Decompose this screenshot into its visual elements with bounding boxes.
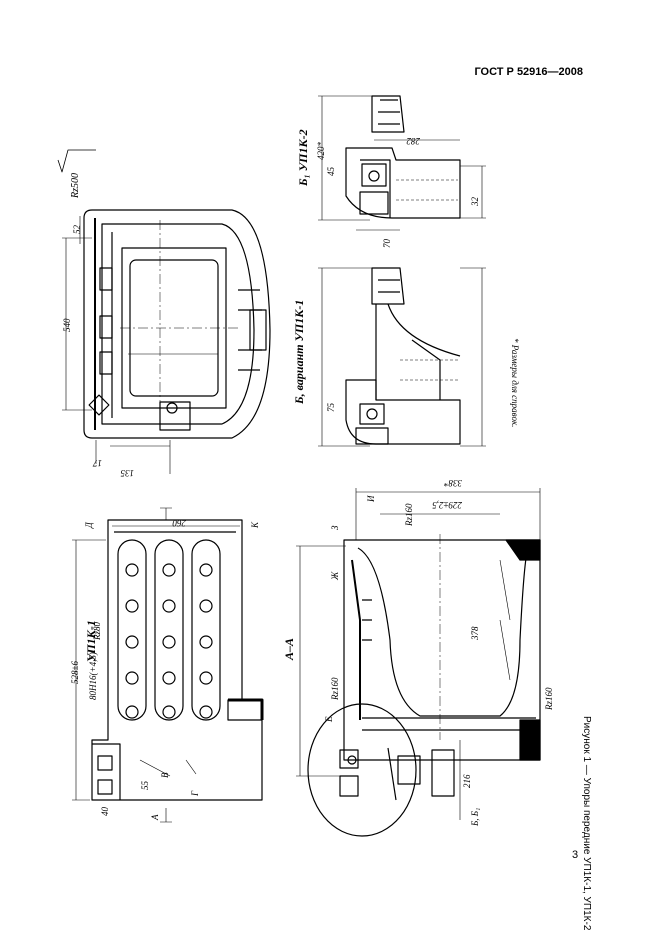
figure-footnote: * Размеры для справок. [510,338,520,428]
dim-40: 40 [100,807,110,816]
side-view-upk1 [72,508,262,822]
dim-282: 282 [406,136,421,146]
label-v: В [160,772,170,779]
dim-rz160-b: Rz160 [544,687,554,711]
label-z: З [330,525,340,530]
dim-528: 528±6 [70,661,80,684]
label-zh: Ж [330,571,340,580]
dim-420: 420* [316,142,326,160]
dim-75: 75 [326,403,336,412]
page-number: 3 [572,849,579,861]
dim-378: 378 [470,626,480,641]
section-aa-title: А–А [282,637,296,660]
label-e: Е [324,716,334,723]
section-aa [296,488,540,836]
view-b1-upk2 [318,96,486,230]
dim-260: 260 [172,518,187,528]
dim-rz160-a: Rz160 [330,677,340,701]
view-b1-title: Б₁ УП1К-2 [296,129,310,186]
dim-tolerance-a: 80Н16(+4,5) [88,652,98,700]
dim-70: 70 [382,239,392,248]
roughness-mark: Rz500 [70,173,81,198]
label-k: К [250,522,260,528]
dim-rz160-c: Rz160 [404,503,414,527]
dim-338: 338* [444,478,462,488]
figure-caption: Рисунок 1 — Упоры передние УП1К-1, УП1К-… [581,716,592,931]
dim-tolerance-b: Rz80 [92,622,102,640]
label-i: И [366,495,376,503]
dim-135: 135 [120,468,135,478]
dim-229: 229±2,5 [432,500,462,510]
label-d: Д [84,522,94,528]
label-a: А [150,814,160,821]
document-standard-header: ГОСТ Р 52916—2008 [474,66,583,78]
dim-540: 540 [62,318,72,333]
label-g: Г [190,790,200,796]
dim-45: 45 [326,167,336,176]
view-b-title: Б, вариант УП1К-1 [292,299,306,404]
label-b-b1: Б, Б₁ [470,807,480,826]
dim-55: 55 [140,781,150,790]
dim-216: 216 [462,774,472,789]
dim-32: 32 [470,197,480,206]
view-b-upk1 [318,268,486,446]
plan-view-upper [58,150,270,474]
dim-17: 17 [93,458,102,468]
dim-52: 52 [72,225,82,234]
